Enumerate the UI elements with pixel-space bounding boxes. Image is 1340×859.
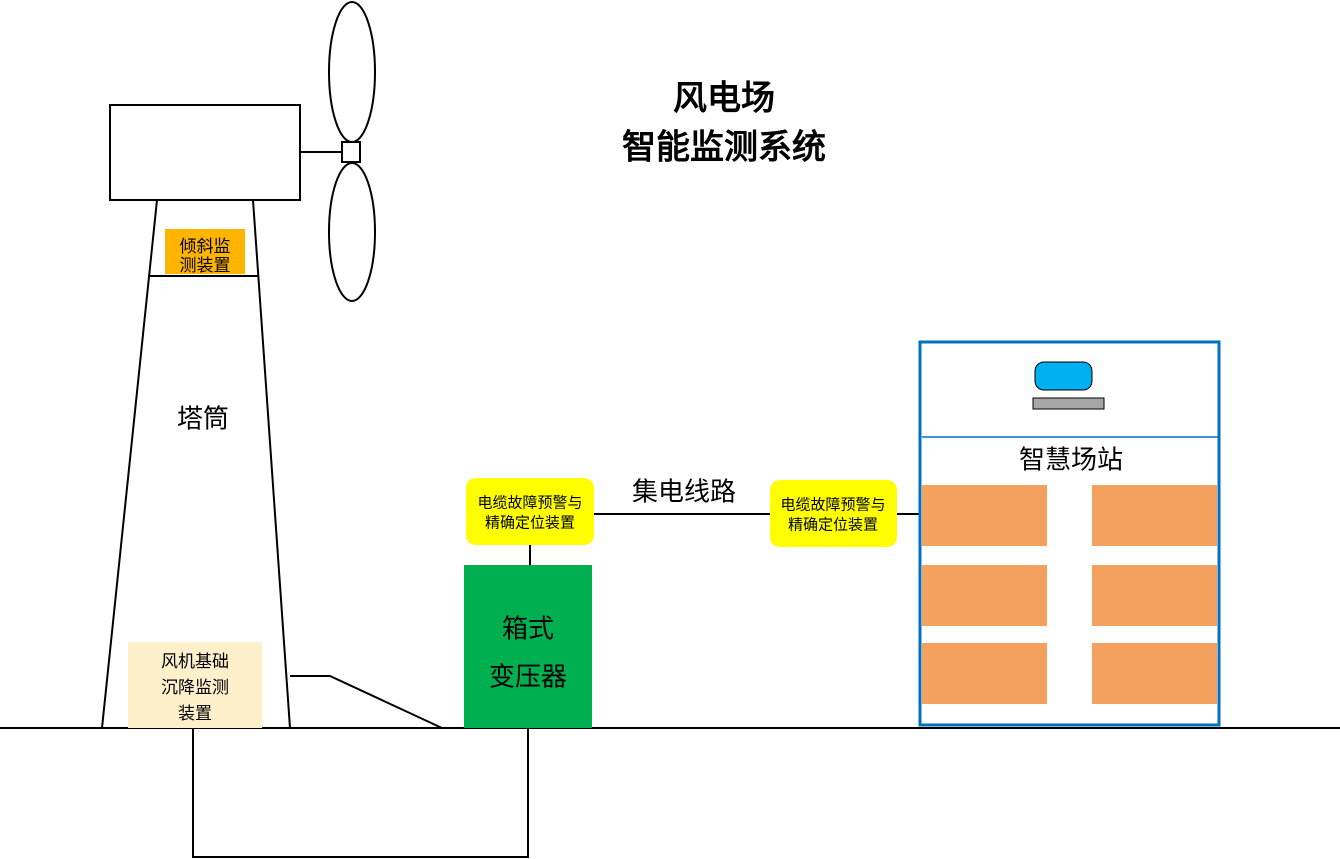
- cable-device-right-box: [770, 480, 897, 547]
- station-block: [922, 643, 1047, 704]
- transformer-label-2: 变压器: [489, 663, 567, 693]
- transformer-box: [464, 565, 592, 728]
- station-block: [1092, 643, 1217, 704]
- station-label: 智慧场站: [1019, 446, 1123, 476]
- blade-lower: [328, 162, 376, 302]
- station-block: [1092, 565, 1217, 626]
- tilt-monitor-box: [165, 229, 245, 274]
- title-line-2: 智能监测系统: [622, 128, 826, 168]
- cable-device-right-label-1: 电缆故障预警与: [780, 496, 885, 514]
- foundation-monitor-box: [128, 642, 262, 728]
- tower-foundation: [192, 728, 529, 858]
- station-block: [922, 485, 1047, 546]
- foundation-monitor-label-2: 沉降监测: [161, 678, 229, 698]
- tower-label: 塔筒: [177, 405, 229, 435]
- tower-to-transformer-cable: [290, 675, 443, 729]
- cable-device-left-label-2: 精确定位装置: [485, 514, 575, 532]
- tilt-monitor-label-1: 倾斜监: [180, 237, 231, 257]
- collector-line-label: 集电线路: [632, 478, 736, 508]
- station-block: [922, 565, 1047, 626]
- monitor-base-icon: [1032, 397, 1105, 410]
- foundation-monitor-label-1: 风机基础: [161, 652, 229, 672]
- cable-device-right-label-2: 精确定位装置: [788, 516, 878, 534]
- rotor-hub: [341, 141, 361, 163]
- cable-device-left-label-1: 电缆故障预警与: [477, 494, 582, 512]
- title-line-1: 风电场: [673, 79, 775, 119]
- transformer-label-1: 箱式: [502, 615, 554, 645]
- foundation-monitor-label-3: 装置: [178, 704, 212, 724]
- tilt-monitor-label-2: 测装置: [180, 256, 231, 276]
- blade-upper: [328, 1, 376, 143]
- monitor-screen-icon: [1034, 361, 1093, 391]
- cable-device-left-box: [466, 478, 594, 545]
- nacelle: [109, 104, 301, 201]
- station-block: [1092, 485, 1217, 546]
